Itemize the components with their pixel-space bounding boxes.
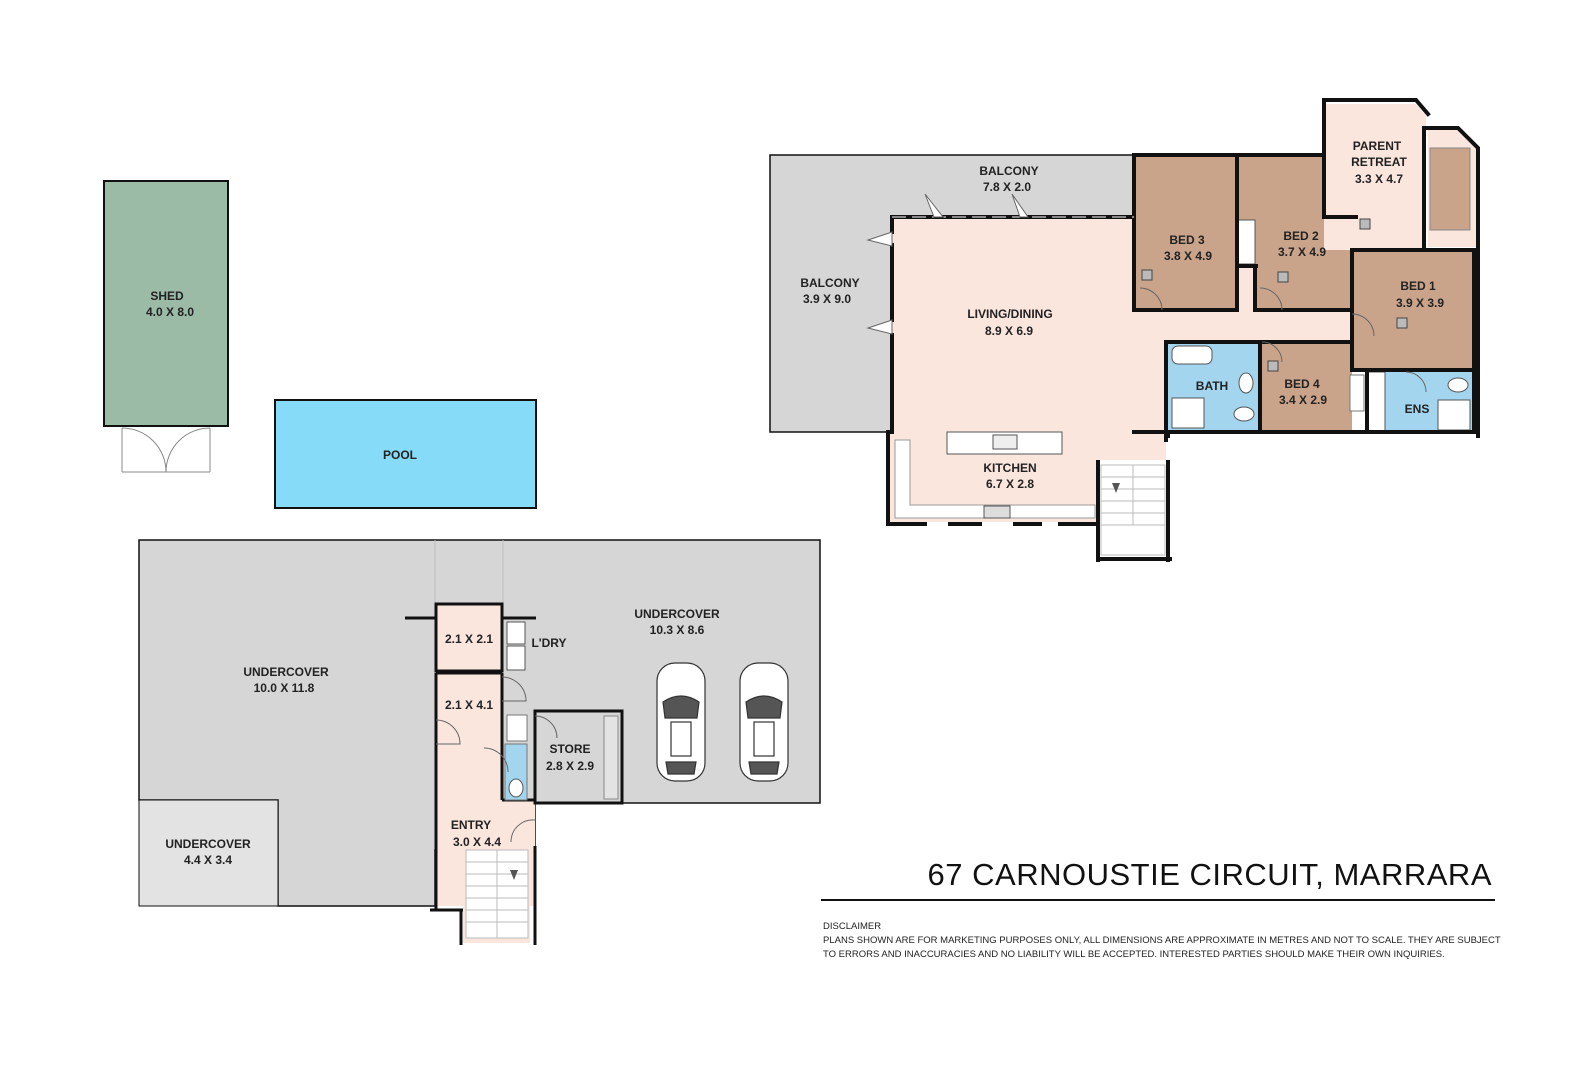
bathtub-icon xyxy=(1171,345,1213,365)
balcony-left-dims: 3.9 X 9.0 xyxy=(803,292,851,306)
kitchen-name: KITCHEN xyxy=(983,461,1036,475)
vanity-icon xyxy=(1366,371,1386,433)
living-name: LIVING/DINING xyxy=(967,307,1052,321)
disclaimer-line2: TO ERRORS AND INACCURACIES AND NO LIABIL… xyxy=(823,949,1445,960)
shed-doors xyxy=(121,427,211,473)
undercover-small-name: UNDERCOVER xyxy=(165,837,251,851)
undercover-main-dims: 10.0 X 11.8 xyxy=(254,681,315,695)
lower-level: UNDERCOVER 10.0 X 11.8 UNDERCOVER 4.4 X … xyxy=(138,539,821,945)
undercover-main-name: UNDERCOVER xyxy=(243,665,329,679)
ens-name: ENS xyxy=(1405,402,1430,416)
room-b-dims: 2.1 X 4.1 xyxy=(445,698,493,712)
pool-name: POOL xyxy=(383,448,417,462)
lower-walls xyxy=(405,616,537,945)
entry-dims: 3.0 X 4.4 xyxy=(453,835,501,849)
bed4-area xyxy=(1262,342,1352,432)
parent-robe-icon xyxy=(1429,147,1471,231)
lower-doors xyxy=(435,676,558,843)
upper-doors xyxy=(866,193,1427,393)
disclaimer-heading: DISCLAIMER xyxy=(823,921,882,932)
shower-icon xyxy=(1171,397,1205,429)
parent-name-line2: RETREAT xyxy=(1351,155,1407,169)
shed: SHED 4.0 X 8.0 xyxy=(103,180,229,473)
balcony-left-name: BALCONY xyxy=(800,276,859,290)
bed3-area xyxy=(1134,155,1237,310)
toilet-icon xyxy=(1233,406,1255,422)
room-a-area xyxy=(434,602,504,673)
title-divider xyxy=(821,899,1495,901)
car-icon xyxy=(739,662,789,782)
laundry-sink-icon xyxy=(506,621,526,645)
disclaimer-line1: PLANS SHOWN ARE FOR MARKETING PURPOSES O… xyxy=(823,935,1501,946)
store-dims: 2.8 X 2.9 xyxy=(546,759,594,773)
car-icon xyxy=(656,662,706,782)
undercover-small-area xyxy=(138,799,279,907)
cooktop-icon xyxy=(983,505,1011,519)
bath-name: BATH xyxy=(1196,379,1228,393)
entry-name: ENTRY xyxy=(451,818,491,832)
parent-name-line1: PARENT xyxy=(1353,139,1402,153)
kitchen-bench-icon xyxy=(894,439,1096,519)
bed1-name: BED 1 xyxy=(1400,279,1436,293)
parent-dims: 3.3 X 4.7 xyxy=(1355,172,1403,186)
sink-icon xyxy=(992,434,1018,450)
property-address: 67 CARNOUSTIE CIRCUIT, MARRARA xyxy=(927,857,1492,892)
room-a-dims: 2.1 X 2.1 xyxy=(445,632,493,646)
bed2-dims: 3.7 X 4.9 xyxy=(1278,245,1326,259)
ens-toilet-icon xyxy=(1447,377,1469,393)
kitchen-dims: 6.7 X 2.8 xyxy=(986,477,1034,491)
bed4-name: BED 4 xyxy=(1284,377,1320,391)
entry-stairs-icon xyxy=(465,849,529,939)
living-dims: 8.9 X 6.9 xyxy=(985,324,1033,338)
ceiling-fan-icon xyxy=(1141,218,1408,372)
upper-level: BALCONY 7.8 X 2.0 BALCONY 3.9 X 9.0 LIVI… xyxy=(769,98,1480,562)
pool: POOL xyxy=(274,399,537,509)
shed-area xyxy=(103,180,229,427)
parent-retreat-area xyxy=(1324,104,1426,250)
basin-icon xyxy=(1238,372,1254,394)
balcony-top-name: BALCONY xyxy=(979,164,1038,178)
vanity-icon xyxy=(506,714,528,742)
bed1-area xyxy=(1352,250,1474,370)
front-stairs-icon xyxy=(1100,464,1166,556)
disclaimer: DISCLAIMER PLANS SHOWN ARE FOR MARKETING… xyxy=(823,920,1503,962)
ens-shower-icon xyxy=(1437,399,1471,431)
shed-name: SHED xyxy=(150,289,184,303)
undercover-garage-name: UNDERCOVER xyxy=(634,607,720,621)
bed3-name: BED 3 xyxy=(1169,233,1205,247)
washing-machine-icon xyxy=(506,645,526,671)
bed3-dims: 3.8 X 4.9 xyxy=(1164,249,1212,263)
bed4-dims: 3.4 X 2.9 xyxy=(1279,393,1327,407)
wardrobe-icon xyxy=(1237,219,1256,265)
shed-dims: 4.0 X 8.0 xyxy=(146,305,194,319)
store-shelf-icon xyxy=(603,715,619,800)
ens-robe-icon xyxy=(1349,374,1365,412)
undercover-small-dims: 4.4 X 3.4 xyxy=(184,853,232,867)
store-name: STORE xyxy=(549,742,590,756)
toilet-icon xyxy=(508,778,524,798)
bed2-name: BED 2 xyxy=(1283,229,1319,243)
undercover-garage-dims: 10.3 X 8.6 xyxy=(650,623,705,637)
bed1-dims: 3.9 X 3.9 xyxy=(1396,296,1444,310)
pool-area xyxy=(274,399,537,509)
laundry-name: L'DRY xyxy=(531,636,566,650)
balcony-top-dims: 7.8 X 2.0 xyxy=(983,180,1031,194)
